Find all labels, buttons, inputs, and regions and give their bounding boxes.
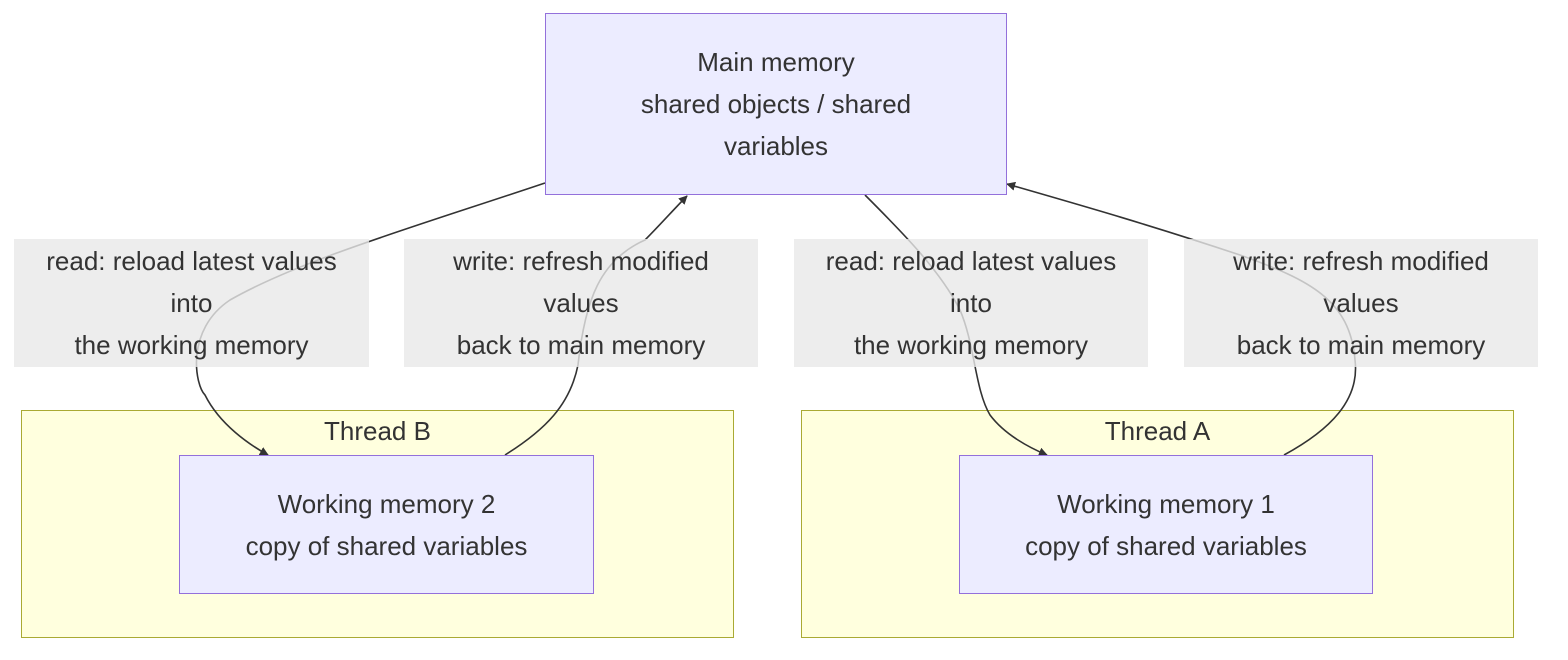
- edge-label-read-a-line-3: the working memory: [853, 330, 1089, 360]
- working-memory-1-desc: copy of shared variables: [1025, 530, 1307, 561]
- working-memory-2-node: Working memory 2 copy of shared variable…: [179, 455, 594, 594]
- edge-label-read-b: read: reload latest values into the work…: [14, 239, 369, 367]
- edge-label-write-a: write: refresh modified values back to m…: [1184, 239, 1538, 367]
- main-memory-title: Main memory: [697, 47, 855, 77]
- edge-label-read-b-line-2: into: [170, 288, 213, 318]
- working-memory-2-title: Working memory 2: [277, 488, 496, 519]
- edge-label-write-b-line-3: back to main memory: [456, 330, 706, 360]
- edge-label-read-a-line-2: into: [950, 288, 992, 318]
- edge-label-write-a-line-2: values: [1323, 288, 1399, 318]
- working-memory-1-title: Working memory 1: [1057, 488, 1275, 519]
- main-memory-desc-line-1: shared objects / shared: [640, 89, 912, 119]
- main-memory-desc-line-2: variables: [723, 131, 829, 161]
- edge-label-write-b-line-2: values: [543, 288, 619, 318]
- edge-label-read-a: read: reload latest values into the work…: [794, 239, 1148, 367]
- edge-label-read-a-line-1: read: reload latest values: [825, 246, 1117, 276]
- main-memory-node: Main memory shared objects / shared vari…: [545, 13, 1007, 195]
- edge-label-read-b-line-1: read: reload latest values: [46, 246, 337, 276]
- edge-label-write-b-line-1: write: refresh modified: [453, 246, 709, 276]
- working-memory-2-desc: copy of shared variables: [245, 530, 528, 561]
- edge-label-write-b: write: refresh modified values back to m…: [404, 239, 758, 367]
- thread-b-title: Thread B: [324, 416, 431, 446]
- working-memory-1-node: Working memory 1 copy of shared variable…: [959, 455, 1373, 594]
- edge-label-read-b-line-3: the working memory: [74, 330, 309, 360]
- edge-label-write-a-line-1: write: refresh modified: [1233, 246, 1489, 276]
- thread-a-title: Thread A: [1104, 416, 1211, 446]
- edge-label-write-a-line-3: back to main memory: [1236, 330, 1486, 360]
